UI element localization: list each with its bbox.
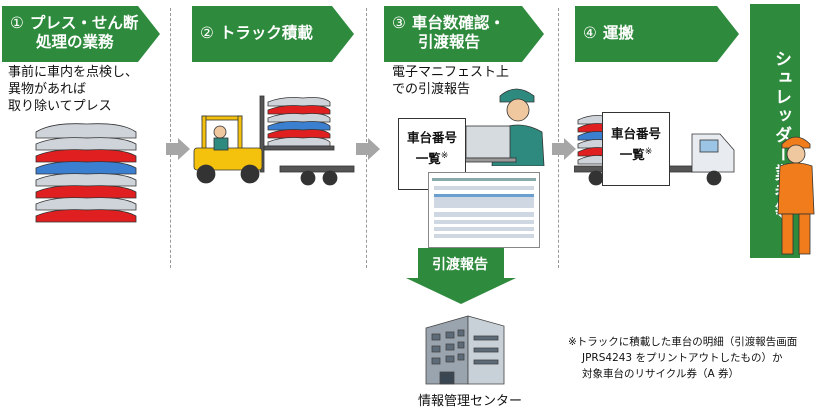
shredder-worker-icon (777, 136, 815, 255)
step-2-arrow-shape (192, 6, 354, 62)
step-2-label: ② トラック積載 (200, 24, 313, 43)
building-icon (425, 315, 505, 385)
footnote-line3: 対象車台のリサイクル券（A 券） (582, 368, 739, 380)
step-1-desc-line2: 異物があれば (8, 82, 87, 97)
doc-note-mark-step4: ※ (644, 147, 653, 157)
vehicle-list-doc-label-step3: 車台番号 一覧※ (399, 129, 465, 168)
step-1-title-line2: 処理の業務 (36, 33, 114, 51)
report-screen-thumbnail (428, 172, 540, 248)
step-2-title: トラック積載 (219, 24, 313, 42)
step-1-arrow-shape (2, 6, 160, 62)
step-2-arrow: ② トラック積載 (192, 4, 356, 64)
step-1-description: 事前に車内を点検し、 異物があれば 取り除いてプレス (8, 64, 138, 115)
report-down-arrow-icon (406, 248, 516, 304)
doc-note-mark-step3: ※ (440, 151, 449, 161)
step-3-desc-line2: での引渡報告 (392, 82, 471, 97)
vehicle-list-doc-line2-step4: 一覧 (619, 147, 645, 163)
pressed-cars-stack-icon (35, 123, 137, 223)
step-1-desc-line1: 事前に車内を点検し、 (8, 65, 139, 80)
step-1-label: ① プレス・せん断 処理の業務 (10, 14, 138, 52)
step-1-title-line1: プレス・せん断 (29, 14, 139, 32)
flow-arrow-1-icon (166, 138, 190, 160)
forklift-truck-icon (193, 95, 355, 186)
step-3-title-line1: 車台数確認・ (411, 14, 505, 32)
flow-arrow-3-icon (552, 138, 576, 160)
step-2-number: ② (200, 24, 214, 42)
vehicle-list-document-step4: 車台番号 一覧※ (602, 112, 670, 186)
footnote-line2: JPRS4243 をプリントアウトしたもの）か (582, 352, 783, 364)
step-1-desc-line3: 取り除いてプレス (8, 99, 112, 114)
step-4-arrow-shape (575, 6, 739, 62)
step-4-arrow: ④ 運搬 (575, 4, 741, 64)
vehicle-list-doc-line1-step3: 車台番号 (406, 130, 457, 145)
step-3-title-line2: 引渡報告 (418, 33, 481, 51)
footnote: ※トラックに積載した車台の明細（引渡報告画面 JPRS4243 をプリントアウト… (568, 334, 797, 382)
step-3-label: ③ 車台数確認・ 引渡報告 (392, 14, 505, 52)
report-arrow-label: 引渡報告 (432, 257, 488, 273)
step-4-number: ④ (583, 24, 597, 42)
step-3-arrow: ③ 車台数確認・ 引渡報告 (384, 4, 546, 64)
footnote-line1: ※トラックに積載した車台の明細（引渡報告画面 (568, 336, 798, 348)
divider-2 (366, 8, 367, 268)
divider-1 (170, 8, 171, 268)
divider-3 (558, 8, 559, 268)
step-4-label: ④ 運搬 (583, 24, 634, 43)
info-center-label: 情報管理センター (418, 394, 523, 409)
vehicle-list-doc-line1-step4: 車台番号 (610, 126, 661, 141)
step-1-arrow: ① プレス・せん断 処理の業務 (2, 4, 162, 64)
step-1-number: ① (10, 14, 24, 32)
vehicle-list-doc-line2-step3: 一覧 (415, 151, 441, 167)
step-3-desc-line1: 電子マニフェスト上 (392, 65, 510, 80)
step-3-description: 電子マニフェスト上 での引渡報告 (392, 64, 509, 98)
worker-at-computer-icon (459, 88, 545, 166)
step-4-title: 運搬 (602, 24, 634, 42)
flow-arrow-2-icon (356, 138, 380, 160)
step-3-arrow-shape (384, 6, 544, 62)
step-3-number: ③ (392, 14, 406, 32)
vehicle-list-doc-label-step4: 車台番号 一覧※ (603, 125, 669, 164)
